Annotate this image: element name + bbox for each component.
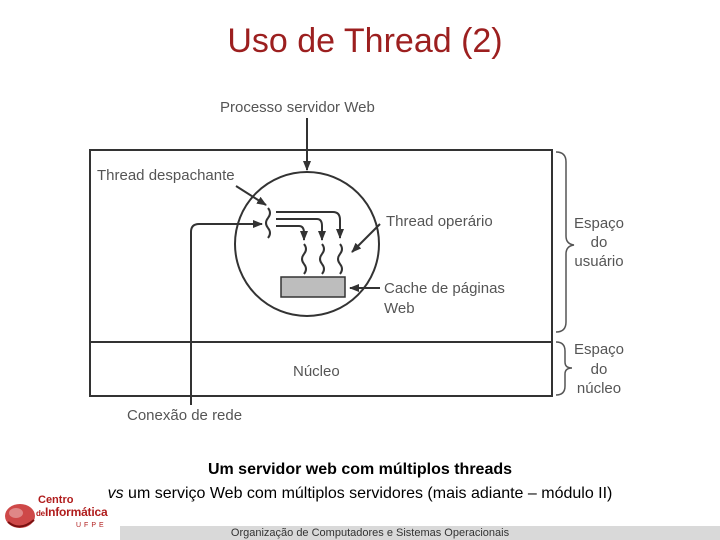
caption-line-2: vs um serviço Web com múltiplos servidor… xyxy=(0,485,720,503)
footer-bar xyxy=(120,526,720,540)
dispatch-line-2 xyxy=(276,218,326,241)
cache-label-line1: Cache de páginas xyxy=(384,280,505,297)
user-space-label-line2: do xyxy=(591,234,608,251)
worker-thread-arrow xyxy=(351,223,381,253)
logo-line-2-main: Informática xyxy=(44,505,108,519)
caption-line-1: Um servidor web com múltiplos threads xyxy=(207,461,513,478)
worker-thread-squiggle-2 xyxy=(319,243,325,275)
caption-line-2-text: um serviço Web com múltiplos servidores … xyxy=(123,485,613,502)
logo-line-2-prefix: de xyxy=(36,509,45,518)
caption-vs: vs xyxy=(107,485,124,502)
logo-line-3: UFPE xyxy=(76,522,107,529)
dispatch-line-1 xyxy=(276,211,344,239)
logo-line-2: deInformática xyxy=(36,505,108,519)
server-process-label: Processo servidor Web xyxy=(220,99,375,116)
cache-label-line2: Web xyxy=(384,300,415,317)
kernel-space-label-line3: núcleo xyxy=(577,380,621,397)
kernel-label: Núcleo xyxy=(293,363,340,380)
logo-emblem-icon xyxy=(5,504,35,528)
logo-line-1: Centro xyxy=(38,494,74,506)
web-server-process-circle xyxy=(234,171,380,317)
kernel-space-brace xyxy=(555,341,573,396)
slide-title: Uso de Thread (2) xyxy=(227,22,503,60)
kernel-space-label-line2: do xyxy=(591,361,608,378)
user-space-label-line3: usuário xyxy=(574,253,623,270)
centro-de-informatica-logo: Centro deInformática UFPE xyxy=(2,492,120,538)
footer-text: Organização de Computadores e Sistemas O… xyxy=(230,527,510,539)
dispatch-line-3 xyxy=(276,225,308,241)
web-page-cache xyxy=(280,276,346,298)
worker-thread-label: Thread operário xyxy=(386,213,493,230)
worker-thread-squiggle-1 xyxy=(301,243,307,275)
kernel-space-box xyxy=(89,341,553,397)
dispatcher-arrow xyxy=(235,185,267,206)
dispatcher-thread-squiggle xyxy=(265,207,271,239)
user-space-brace xyxy=(555,151,575,333)
network-connection-path xyxy=(190,220,263,405)
worker-thread-squiggle-3 xyxy=(337,243,343,275)
user-space-label-line1: Espaço xyxy=(574,215,624,232)
network-connection-label: Conexão de rede xyxy=(127,407,242,424)
dispatcher-thread-label: Thread despachante xyxy=(97,167,235,184)
kernel-space-label-line1: Espaço xyxy=(574,341,624,358)
